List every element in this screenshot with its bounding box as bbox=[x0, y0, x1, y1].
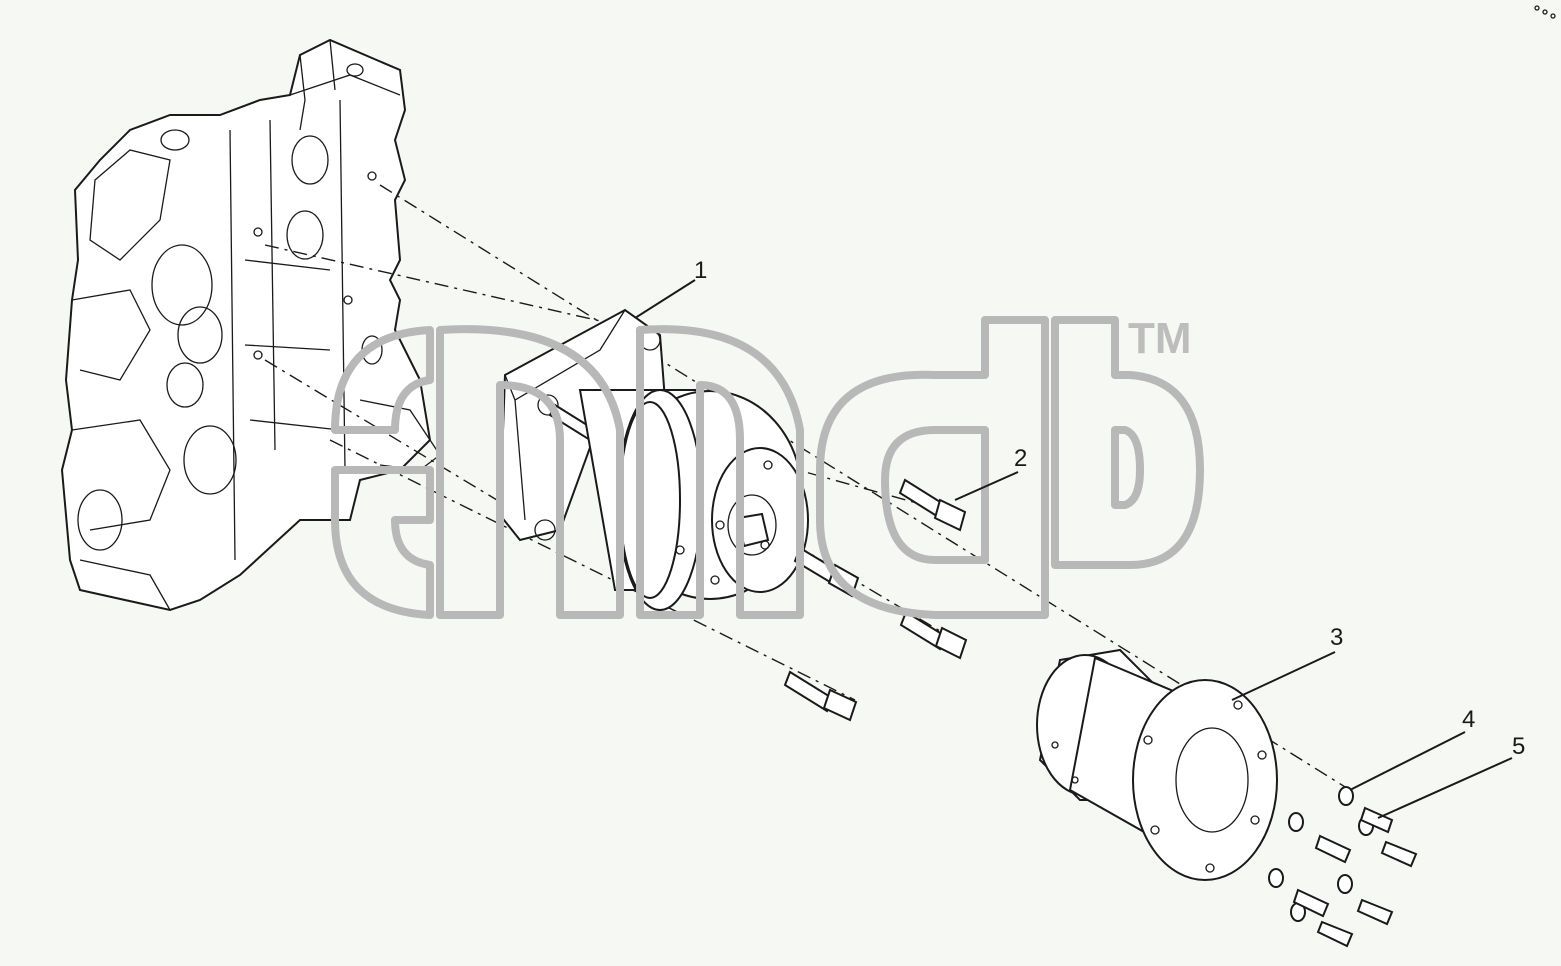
callout-1: 1 bbox=[694, 257, 707, 284]
callout-5: 5 bbox=[1512, 733, 1525, 760]
corner-mark bbox=[1534, 5, 1556, 19]
callout-2: 2 bbox=[1014, 445, 1027, 472]
leader-lines bbox=[634, 279, 1513, 819]
washer-group bbox=[1268, 786, 1374, 922]
spacer-adapter bbox=[1036, 648, 1278, 881]
watermark-logo: TM bbox=[331, 314, 1204, 619]
callout-3: 3 bbox=[1330, 624, 1343, 651]
watermark-trademark: TM bbox=[1128, 314, 1192, 363]
engine-block bbox=[60, 38, 441, 612]
small-bolt-group bbox=[1292, 806, 1418, 948]
callout-4: 4 bbox=[1462, 706, 1475, 733]
